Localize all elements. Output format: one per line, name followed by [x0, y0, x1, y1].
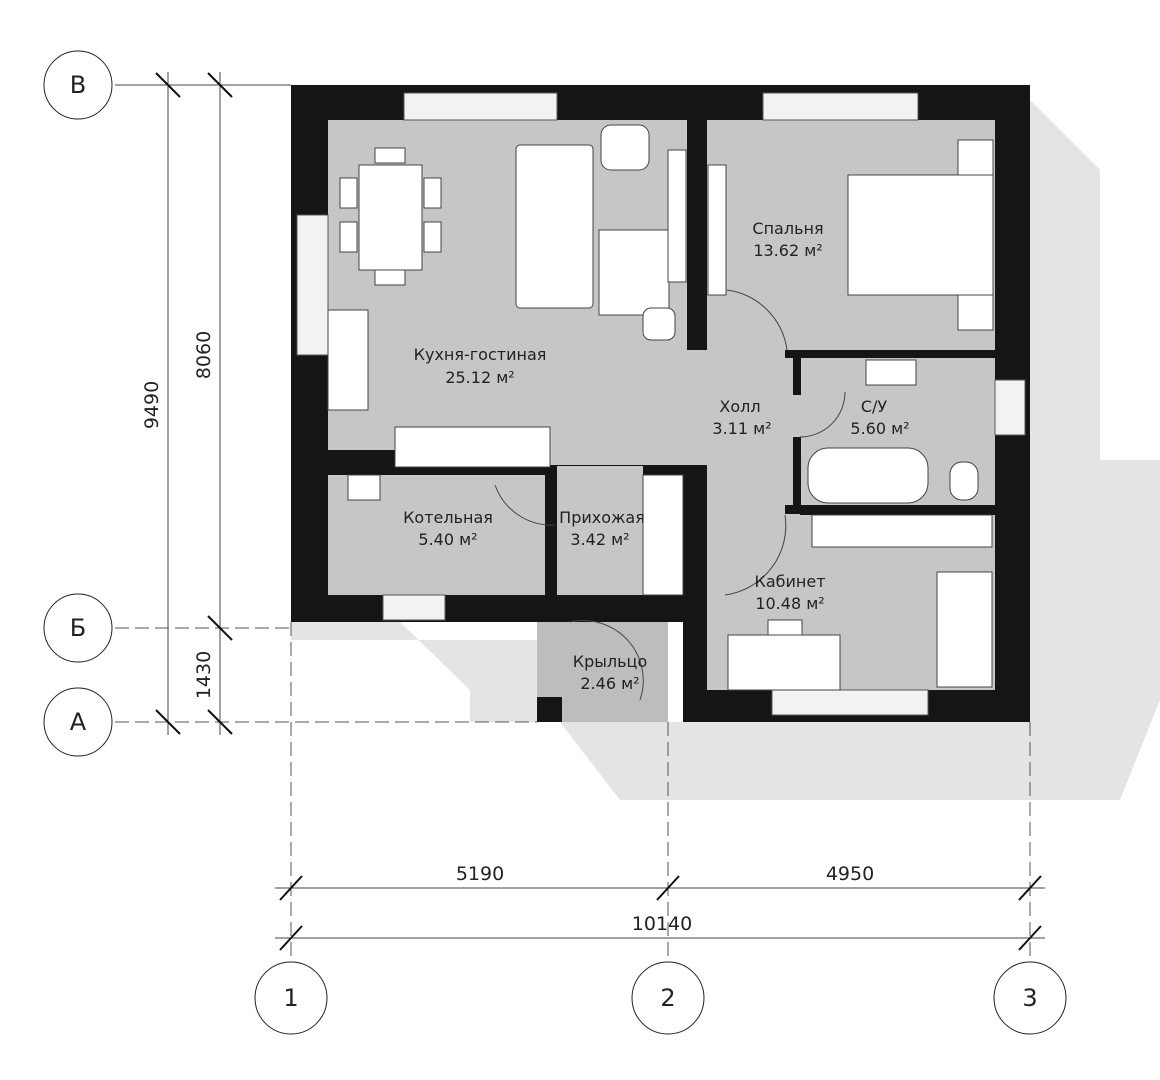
toilet	[949, 461, 979, 501]
bed	[847, 174, 994, 296]
dim-vertical-porch: 1430	[193, 651, 215, 699]
room-name: Прихожая	[559, 508, 645, 527]
dim-vertical-main: 8060	[193, 331, 215, 379]
dim-horizontal-left: 5190	[456, 863, 504, 885]
room-name: Крыльцо	[573, 652, 647, 671]
room-name: Кабинет	[754, 572, 825, 591]
room-area: 13.62 м²	[753, 241, 822, 260]
axis-col-label: 2	[660, 984, 675, 1012]
room-area: 10.48 м²	[755, 594, 824, 613]
room-name: Кухня-гостиная	[414, 345, 547, 364]
room-name: Спальня	[752, 219, 823, 238]
room-name: С/У	[861, 397, 888, 416]
room-area: 5.40 м²	[418, 530, 477, 549]
window	[994, 379, 1026, 436]
cabinet-sofa	[936, 571, 993, 688]
axis-row-label: В	[70, 71, 86, 99]
bathtub	[807, 447, 929, 504]
stove	[327, 309, 369, 411]
dimension-labels: 9490 8060 1430 5190 4950 10140	[141, 331, 874, 935]
room-area: 3.11 м²	[712, 419, 771, 438]
sink	[865, 359, 917, 386]
grid-lines	[115, 72, 1045, 960]
room-area: 3.42 м²	[570, 530, 629, 549]
axis-markers: В Б А 1 2 3	[43, 50, 1067, 1035]
furniture	[327, 124, 994, 691]
dim-horizontal-total: 10140	[632, 913, 692, 935]
window	[771, 689, 929, 716]
window	[403, 92, 558, 121]
dining-table	[358, 164, 423, 271]
sofa	[515, 144, 594, 309]
windows	[296, 92, 1026, 716]
axis-row-label: Б	[70, 614, 86, 642]
desk	[727, 634, 841, 691]
boiler	[347, 474, 381, 501]
armchair	[600, 124, 650, 171]
room-area: 25.12 м²	[445, 368, 514, 387]
doors	[494, 289, 846, 701]
axis-col-label: 1	[283, 984, 298, 1012]
room-area: 5.60 м²	[850, 419, 909, 438]
room-labels: Кухня-гостиная 25.12 м² Спальня 13.62 м²…	[403, 219, 910, 693]
axis-col-label: 3	[1022, 984, 1037, 1012]
window	[762, 92, 919, 121]
window	[382, 594, 446, 621]
room-name: Холл	[719, 397, 760, 416]
room-area: 2.46 м²	[580, 674, 639, 693]
window	[296, 214, 329, 356]
building-shadow	[291, 100, 1160, 800]
axis-row-label: А	[70, 708, 87, 736]
wardrobe	[642, 474, 684, 596]
dim-horizontal-right: 4950	[826, 863, 874, 885]
dim-vertical-total: 9490	[141, 381, 163, 429]
room-name: Котельная	[403, 508, 493, 527]
